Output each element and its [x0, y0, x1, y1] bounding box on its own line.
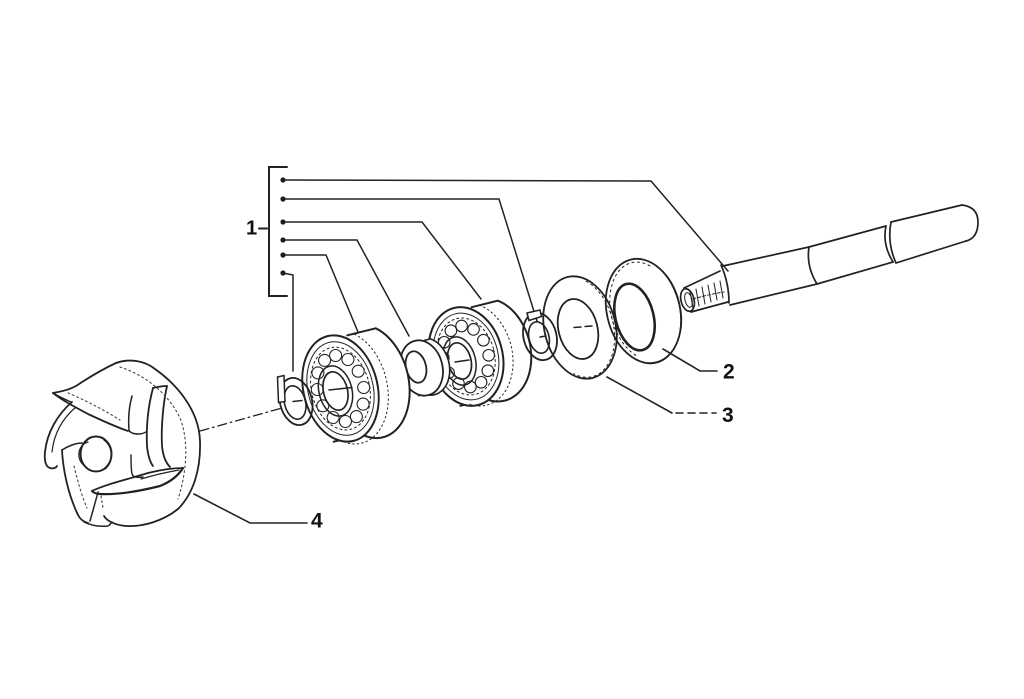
svg-text:1: 1: [246, 218, 257, 240]
svg-text:2: 2: [723, 361, 735, 384]
svg-text:4: 4: [311, 510, 323, 533]
svg-text:3: 3: [722, 404, 734, 427]
